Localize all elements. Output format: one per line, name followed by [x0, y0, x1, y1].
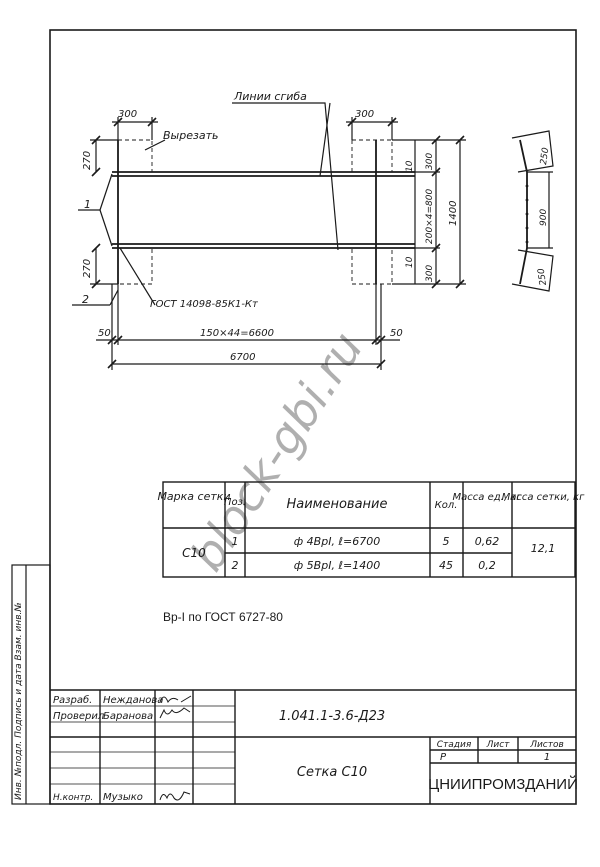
mesh-total-mass: 12,1	[531, 542, 556, 555]
dim-right-200x4: 200×4=800	[425, 189, 435, 244]
row-1-name: ф 4ВрI, ℓ=6700	[294, 535, 380, 548]
side-stamp-text: Инв. №подл. Подпись и дата Взам. инв.№	[14, 602, 24, 800]
dim-right-10-bottom: 10	[405, 256, 415, 268]
position-2-label: 2	[82, 293, 89, 306]
position-1-label: 1	[84, 198, 91, 211]
side-stamp: Инв. №подл. Подпись и дата Взам. инв.№	[11, 564, 51, 805]
dim-bottom-50-left: 50	[98, 328, 111, 339]
dim-total-length: 6700	[230, 352, 255, 363]
dim-right-300-top: 300	[425, 153, 435, 170]
side-dim-bottom: 250	[537, 267, 549, 286]
header-pos: Поз.	[224, 497, 246, 508]
dim-pitch: 150×44=6600	[200, 328, 274, 339]
dim-bottom-50-right: 50	[390, 328, 403, 339]
dim-right-1400: 1400	[448, 201, 459, 226]
stage-value: Р	[440, 752, 447, 763]
stage-header: Стадия	[437, 740, 472, 750]
row-1-unit-mass: 0,62	[475, 535, 500, 548]
mesh-plan: 300 300 Линии сгиба Вырезать 270 270 10 …	[72, 90, 466, 370]
bend-lines-label: Линии сгиба	[233, 90, 307, 103]
side-dim-top: 250	[539, 147, 551, 166]
organization-name: ЦНИИПРОМЗДАНИЙ	[428, 775, 578, 793]
header-qty: Кол.	[435, 500, 458, 511]
cut-label: Вырезать	[163, 129, 218, 142]
dim-right-10-top: 10	[405, 160, 415, 172]
sheets-header: Листов	[529, 740, 564, 750]
row-2-unit-mass: 0,2	[478, 559, 496, 572]
sheet-header: Лист	[486, 740, 511, 750]
document-designation: 1.041.1-3.6-Д23	[279, 709, 385, 724]
dim-left-270-bottom: 270	[82, 259, 93, 278]
header-name: Наименование	[286, 497, 387, 512]
row-2-pos: 2	[232, 559, 239, 572]
row-2-name: ф 5ВрI, ℓ=1400	[294, 559, 380, 572]
role-developer: Разраб.	[53, 694, 92, 706]
role-checker: Проверил	[53, 711, 105, 722]
title-block: Разраб. Нежданова Проверил Баранова Н.ко…	[50, 689, 578, 804]
name-norm-control: Музыко	[103, 792, 143, 803]
dim-right-300-bottom: 300	[425, 265, 435, 282]
row-1-qty: 5	[443, 535, 450, 548]
name-checker: Баранова	[103, 711, 153, 722]
signatures	[159, 695, 192, 801]
sheets-value: 1	[544, 752, 550, 763]
header-mesh-mass: Масса сетки, кг	[502, 492, 585, 503]
document-title: Сетка С10	[297, 765, 367, 780]
spec-table: Марка сетки Поз. Наименование Кол. Масса…	[157, 481, 585, 578]
header-unit-mass: Масса ед., кг	[453, 492, 523, 503]
sheet-frame	[49, 29, 577, 805]
dim-top-left-300: 300	[118, 109, 137, 120]
header-mark: Марка сетки	[157, 490, 230, 503]
side-view: 250 900 250	[511, 130, 554, 292]
dim-left-270-top: 270	[82, 151, 93, 170]
row-2-qty: 45	[439, 559, 453, 572]
dim-top-right-300: 300	[355, 109, 374, 120]
name-developer: Нежданова	[103, 695, 163, 706]
material-note: Вр-I по ГОСТ 6727-80	[163, 610, 283, 624]
mesh-mark: С10	[182, 546, 206, 560]
role-norm-control: Н.контр.	[53, 793, 93, 803]
row-1-pos: 1	[232, 535, 239, 548]
weld-standard-label: ГОСТ 14098-85К1-Кт	[150, 299, 259, 310]
side-dim-middle: 900	[539, 209, 549, 226]
